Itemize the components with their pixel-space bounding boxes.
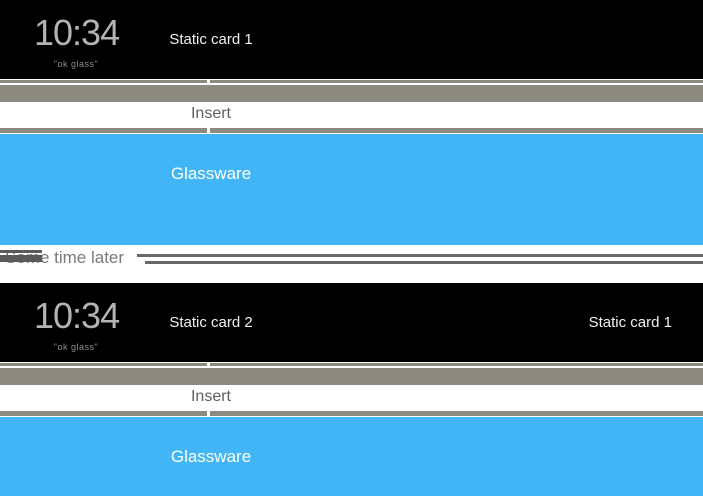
clock-time: 10:34 [34, 295, 120, 336]
time-divider: Some time later [0, 245, 703, 283]
timeline-rail-thick [0, 368, 703, 385]
timeline-strip-2: 10:34 "ok glass" Static card 2 Static ca… [0, 283, 703, 496]
divider-stub-line [0, 250, 42, 253]
clock-card: 10:34 "ok glass" [34, 12, 120, 70]
timeline-strip-1: 10:34 "ok glass" Static card 1 Insert Gl… [0, 0, 703, 245]
glassware-card: Glassware [0, 134, 703, 245]
ok-glass-hint: "ok glass" [53, 59, 99, 69]
ok-glass-hint: "ok glass" [53, 342, 99, 352]
insert-label: Insert [190, 388, 231, 405]
insert-label: Insert [190, 105, 231, 122]
timeline-rail-thick [0, 85, 703, 102]
timeline-rail-bottom [0, 411, 703, 416]
insert-slot-row: Insert [0, 385, 703, 411]
clock-card: 10:34 "ok glass" [34, 295, 120, 353]
insert-slot-row: Insert [0, 102, 703, 128]
clock-time: 10:34 [34, 12, 120, 53]
glassware-label: Glassware [170, 447, 252, 466]
timeline-card-row: 10:34 "ok glass" Static card 2 Static ca… [0, 283, 703, 362]
insert-pointer-notch [207, 363, 210, 366]
static-card-2-label: Static card 2 [169, 314, 253, 331]
divider-stub-line [0, 255, 42, 262]
insert-pointer-notch [207, 128, 210, 133]
insert-pointer-notch [207, 80, 210, 83]
glassware-label: Glassware [170, 164, 252, 183]
divider-line [137, 254, 703, 257]
static-card-1-label: Static card 1 [588, 314, 672, 331]
timeline-rail-bottom [0, 128, 703, 133]
static-card-1-label: Static card 1 [169, 31, 253, 48]
timeline-rail-top [0, 80, 703, 83]
glassware-card: Glassware [0, 417, 703, 496]
insert-pointer-notch [207, 411, 210, 416]
divider-line [145, 261, 703, 264]
timeline-rail-top [0, 363, 703, 366]
timeline-card-row: 10:34 "ok glass" Static card 1 [0, 0, 703, 79]
